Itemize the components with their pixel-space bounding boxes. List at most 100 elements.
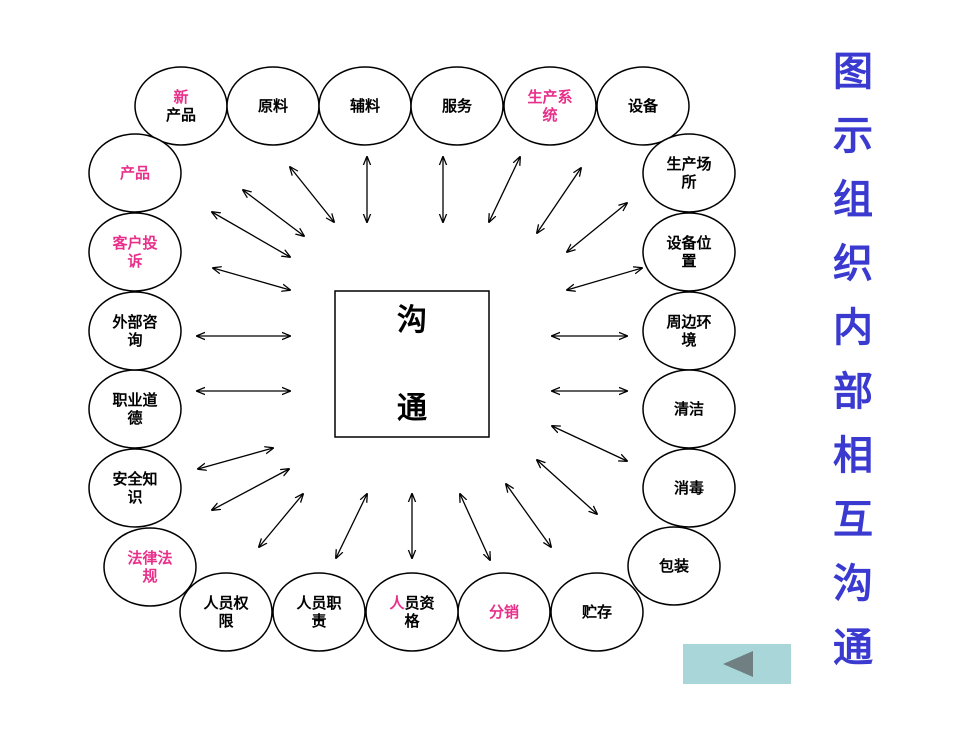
double-arrow [212, 469, 289, 510]
node-label-line: 法律法 [127, 549, 172, 567]
node-equipment: 设备 [596, 66, 690, 146]
node-label-line: 统 [542, 106, 557, 124]
title-char: 部 [833, 368, 873, 415]
node-label-line: 分销 [489, 603, 519, 621]
node-label-line: 生产场 [666, 155, 711, 173]
node-ellipse [642, 133, 736, 213]
node-label-line: 清洁 [674, 400, 704, 418]
title-char: 组 [833, 176, 873, 223]
node-ellipse [88, 133, 182, 213]
node-label-line: 产品 [166, 106, 196, 124]
node-ellipse [179, 572, 273, 652]
double-arrow [243, 190, 304, 236]
title-char: 示 [833, 112, 873, 159]
node-ellipse [642, 448, 736, 528]
double-arrow [537, 460, 597, 514]
double-arrow [290, 167, 334, 222]
node-auxiliary: 辅料 [318, 66, 412, 146]
node-label-line: 贮存 [581, 603, 612, 621]
node-raw-material: 原料 [226, 66, 320, 146]
node-label-line: 所 [681, 173, 696, 191]
node-label-line: 设备 [628, 97, 659, 115]
title-char: 沟 [833, 560, 873, 607]
node-label-line: 责 [311, 612, 326, 630]
node-disinfection: 消毒 [642, 448, 736, 528]
node-label-line: 人员资 [389, 594, 434, 612]
node-ellipse [550, 572, 644, 652]
node-label-line: 人员职 [296, 594, 341, 612]
double-arrow [552, 426, 627, 461]
center-text-line1: 沟 [397, 303, 427, 338]
node-label-line: 原料 [258, 97, 288, 115]
node-ellipse [627, 526, 721, 606]
node-label-line: 规 [142, 567, 157, 585]
double-arrow [212, 212, 290, 257]
node-label-line: 消毒 [674, 479, 704, 497]
node-label-line: 服务 [442, 97, 473, 115]
node-ellipse [596, 66, 690, 146]
node-new-product: 新产品 [134, 66, 228, 146]
node-cleaning: 清洁 [642, 369, 736, 449]
arrows-group [197, 157, 642, 560]
node-label-line: 人员权 [203, 594, 249, 612]
node-label-line: 职业道 [112, 391, 157, 409]
vertical-title: 图示组织内部相互沟通 [818, 40, 888, 680]
nodes-group: 新产品原料辅料服务生产系统设备生产场所设备位置周边环境清洁消毒包装贮存分销人员资… [88, 66, 736, 652]
node-label-line: 包装 [659, 557, 690, 575]
node-label-line: 安全知 [112, 470, 157, 488]
node-ellipse [642, 212, 736, 292]
node-label-line: 置 [681, 252, 696, 270]
back-triangle-icon [723, 651, 753, 677]
double-arrow [567, 268, 642, 290]
double-arrow [460, 494, 490, 560]
node-ellipse [642, 369, 736, 449]
node-ellipse [272, 572, 366, 652]
node-storage: 贮存 [550, 572, 644, 652]
node-service: 服务 [410, 66, 504, 146]
node-label-line: 诉 [127, 252, 142, 270]
double-arrow [198, 448, 273, 469]
node-distribution: 分销 [457, 572, 551, 652]
node-label-line: 新 [173, 88, 188, 106]
node-label-line: 外部咨 [111, 313, 157, 331]
node-ellipse [88, 212, 182, 292]
node-ellipse [410, 66, 504, 146]
node-ellipse [103, 527, 197, 607]
node-label-line: 产品 [120, 164, 150, 182]
double-arrow [567, 203, 627, 252]
double-arrow [213, 268, 290, 290]
center-box [334, 290, 490, 438]
title-char: 内 [833, 304, 873, 351]
node-label-line: 识 [127, 488, 142, 506]
title-char: 互 [833, 496, 873, 543]
double-arrow [506, 484, 551, 547]
center-text-line2: 通 [397, 391, 427, 426]
node-label-line: 设备位 [666, 234, 711, 252]
double-arrow [537, 168, 581, 233]
title-char: 通 [833, 624, 873, 671]
back-button[interactable] [683, 644, 791, 684]
double-arrow [259, 494, 303, 547]
node-ellipse [88, 448, 182, 528]
node-label-line: 限 [218, 612, 233, 630]
node-label-line: 客户投 [111, 234, 157, 252]
node-label-line: 询 [127, 331, 142, 349]
node-ellipse [365, 572, 459, 652]
node-ellipse [88, 291, 182, 371]
double-arrow [336, 494, 367, 558]
node-label-line: 格 [404, 612, 420, 630]
node-label-line: 周边环 [666, 313, 711, 331]
node-label-line: 德 [127, 409, 142, 427]
node-label-line: 辅料 [350, 97, 380, 115]
